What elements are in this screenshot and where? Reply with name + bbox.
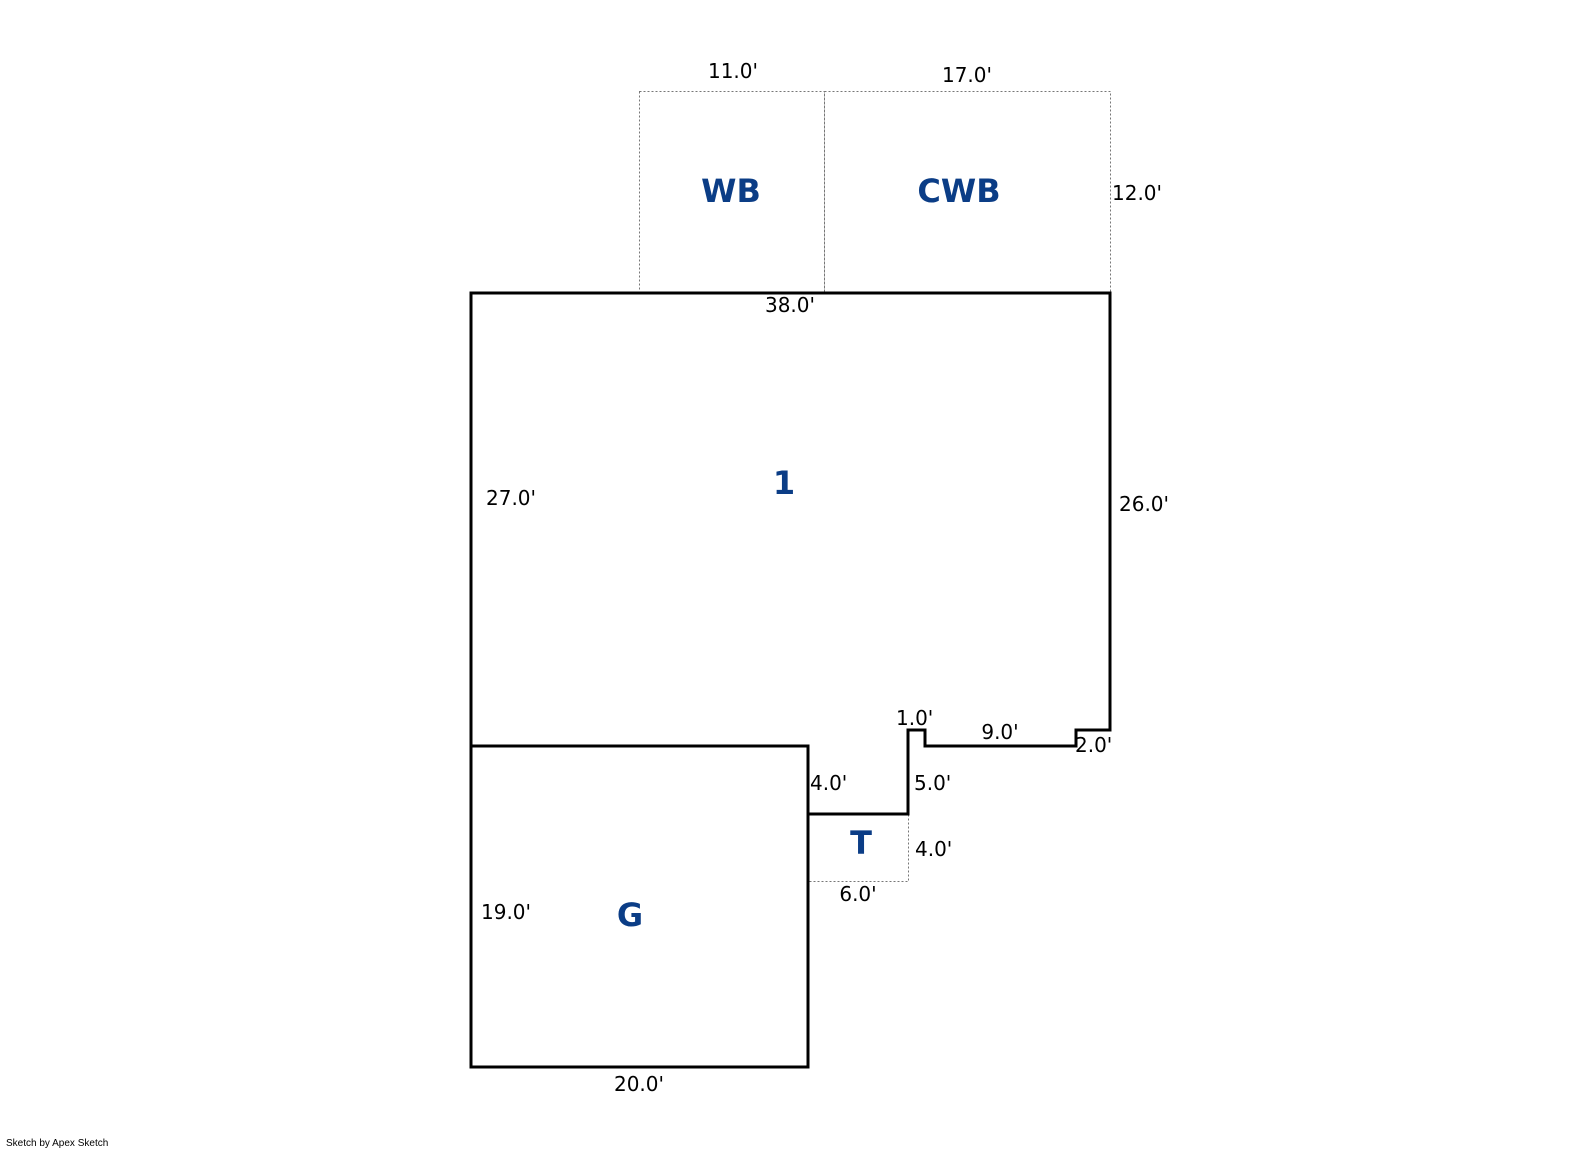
area-label-main: 1	[773, 464, 795, 502]
area-label-t: T	[850, 824, 872, 862]
area-label-garage: G	[617, 896, 643, 934]
dim-step-right: 5.0'	[914, 771, 951, 795]
dim-garage-bottom: 20.0'	[614, 1072, 664, 1096]
area-label-cwb: CWB	[917, 172, 1000, 210]
area-label-wb: WB	[701, 172, 761, 210]
dim-t-right: 4.0'	[915, 837, 952, 861]
dim-notch-right: 2.0'	[1075, 733, 1112, 757]
dim-cwb-right: 12.0'	[1112, 181, 1162, 205]
garage-area-outline	[469, 744, 810, 1069]
dim-wb-top: 11.0'	[708, 59, 758, 83]
dim-main-right: 26.0'	[1119, 492, 1169, 516]
dim-main-left: 27.0'	[486, 486, 536, 510]
wb-area-outline	[639, 91, 825, 294]
dim-notch-run: 9.0'	[981, 720, 1018, 744]
dim-t-bottom: 6.0'	[839, 882, 876, 906]
dim-cwb-top: 17.0'	[942, 63, 992, 87]
dim-step-left: 4.0'	[810, 771, 847, 795]
dim-main-top: 38.0'	[765, 293, 815, 317]
dim-garage-left: 19.0'	[481, 900, 531, 924]
dim-notch-top: 1.0'	[896, 706, 933, 730]
sketch-credit: Sketch by Apex Sketch	[6, 1138, 109, 1149]
